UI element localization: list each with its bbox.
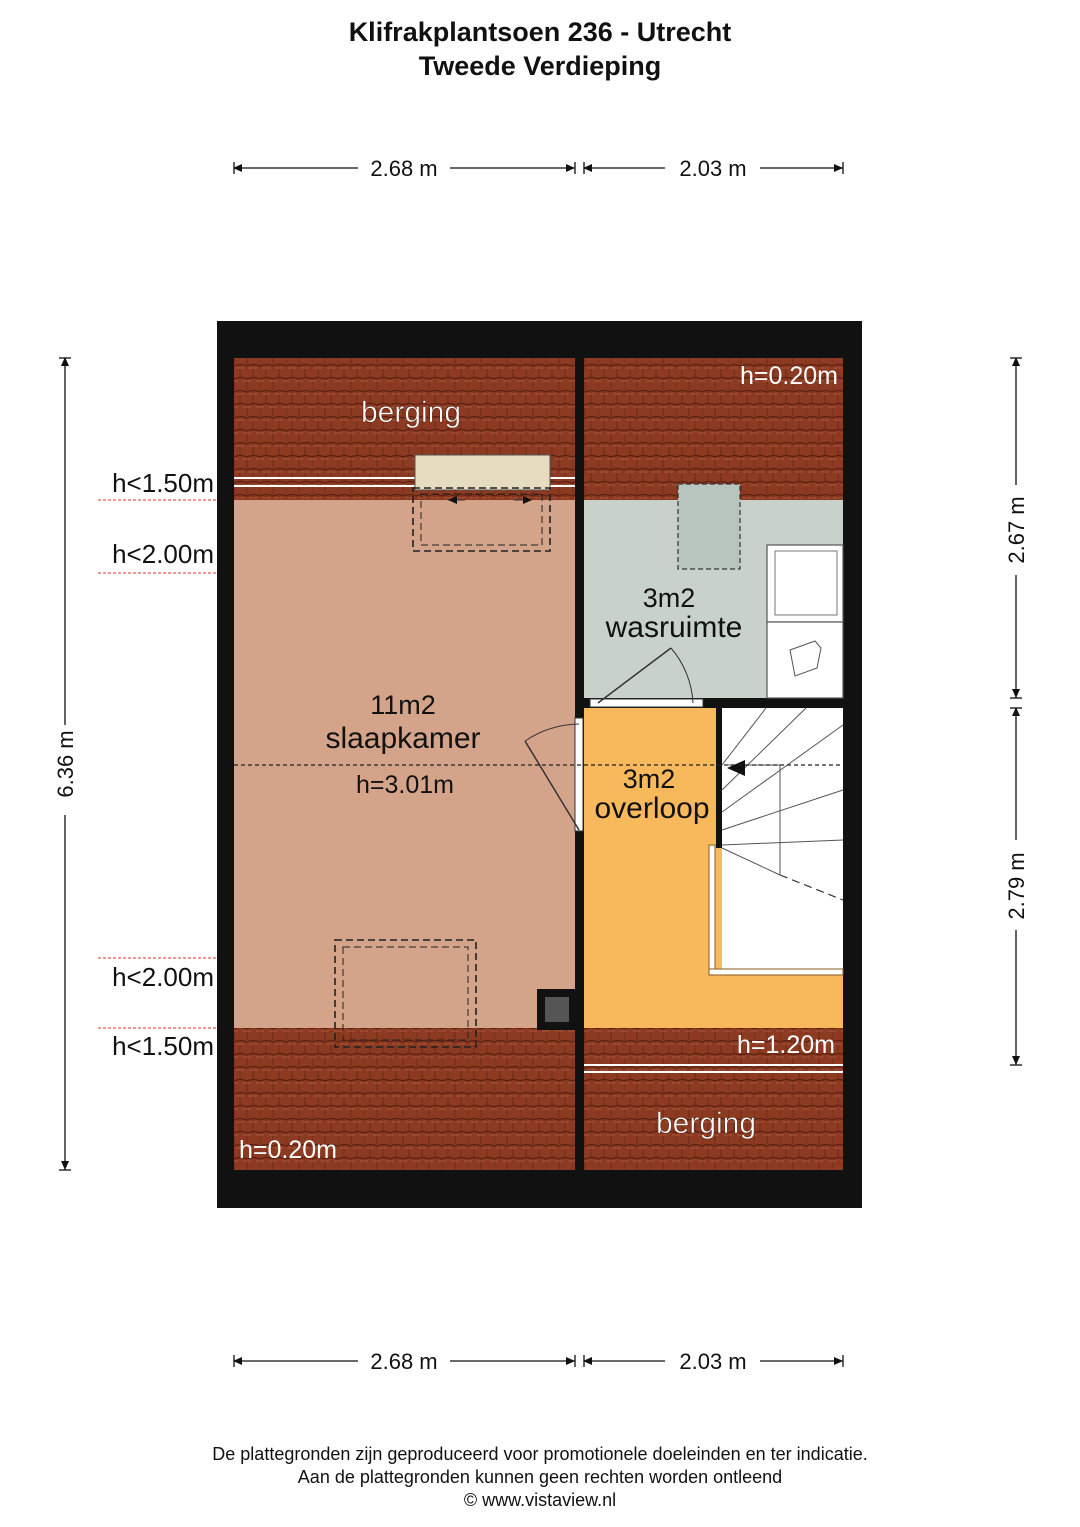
stair-railing xyxy=(708,844,844,976)
copyright-link[interactable]: © www.vistaview.nl xyxy=(463,1490,617,1510)
label-overloop-name: overloop xyxy=(594,792,709,825)
roof-bottom-left xyxy=(234,1028,575,1170)
dim-bottom-left: 2.68 m xyxy=(370,1349,437,1374)
chimney-inner xyxy=(545,997,569,1022)
stairwell xyxy=(722,708,843,970)
dim-top-right: 2.03 m xyxy=(679,156,746,181)
wall-stair-left xyxy=(716,708,722,848)
label-height-top-right: h=0.20m xyxy=(740,362,838,390)
label-berging-bottom: berging xyxy=(656,1107,756,1140)
page-subtitle: Tweede Verdieping xyxy=(418,51,662,81)
label-wasruimte-name: wasruimte xyxy=(605,611,743,644)
skylight-bottom-left xyxy=(334,939,477,1048)
label-wasruimte-area: 3m2 xyxy=(643,583,696,613)
washer-door xyxy=(774,550,838,616)
dim-right-lower: 2.79 m xyxy=(1004,852,1029,919)
disclaimer-line-1: De plattegronden zijn geproduceerd voor … xyxy=(212,1444,868,1464)
height-left-150-bottom: h<1.50m xyxy=(112,1031,214,1061)
skylight-bottom-left-inner xyxy=(342,946,469,1041)
dim-bottom-right: 2.03 m xyxy=(679,1349,746,1374)
label-slaapkamer-name: slaapkamer xyxy=(325,722,480,755)
dim-top-left: 2.68 m xyxy=(370,156,437,181)
wall-wasruimte-bottom xyxy=(584,698,843,708)
washer xyxy=(766,544,844,623)
sink-icon xyxy=(789,640,822,677)
dim-left-total: 6.36 m xyxy=(53,730,78,797)
stair-dashed xyxy=(779,874,844,901)
room-slaapkamer xyxy=(234,500,575,1028)
label-overloop-area: 3m2 xyxy=(623,764,676,794)
height-left-200-bottom: h<2.00m xyxy=(112,962,214,992)
label-slaapkamer-height: h=3.01m xyxy=(356,771,454,799)
knee-wall-bottom-right xyxy=(584,1064,843,1073)
dimension-lines xyxy=(59,162,1022,1367)
skylight-top-left-inner xyxy=(420,493,543,546)
dormer-box xyxy=(414,454,551,491)
label-height-bottom-left: h=0.20m xyxy=(239,1136,337,1164)
door-slaapkamer xyxy=(524,717,584,832)
disclaimer-line-2: Aan de plattegronden kunnen geen rechten… xyxy=(297,1467,783,1487)
height-reference-lines xyxy=(98,499,217,1029)
height-left-150-top: h<1.50m xyxy=(112,468,214,498)
staircase xyxy=(721,707,844,876)
skylight-top-left xyxy=(412,487,551,552)
skylight-wasruimte xyxy=(677,483,741,570)
label-height-bottom-right: h=1.20m xyxy=(737,1031,835,1059)
roof-bottom-right xyxy=(584,1028,843,1170)
dryer xyxy=(766,621,844,699)
roof-top-right xyxy=(584,358,843,500)
label-berging-top: berging xyxy=(361,396,461,429)
height-left-200-top: h<2.00m xyxy=(112,539,214,569)
label-slaapkamer-area: 11m2 xyxy=(370,690,436,720)
stair-direction-arrow xyxy=(727,760,745,776)
door-wasruimte xyxy=(589,647,704,708)
page-title: Klifrakplantsoen 236 - Utrecht xyxy=(348,17,732,47)
dim-right-upper: 2.67 m xyxy=(1004,496,1029,563)
